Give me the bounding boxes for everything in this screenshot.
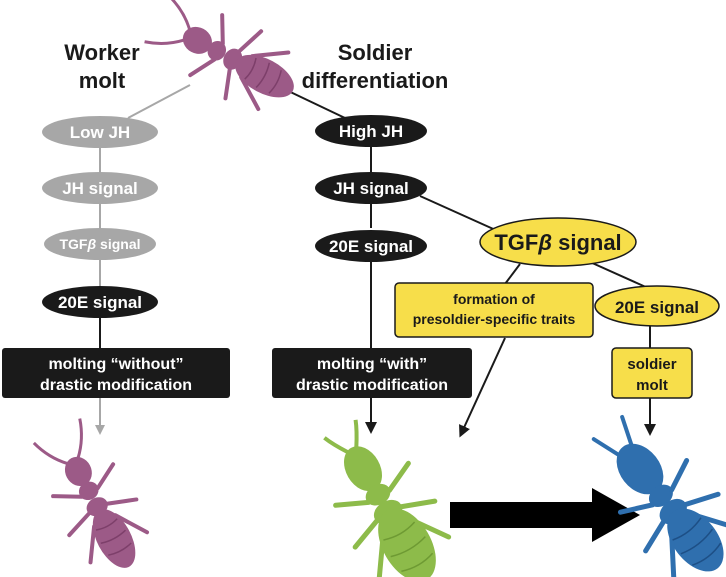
soldier-differentiation-heading: Soldier [338, 40, 413, 65]
branch-20e-signal-label: 20E signal [615, 298, 699, 317]
connector-top-to-low-jh [127, 84, 191, 119]
connector-top-to-high-jh [281, 87, 346, 119]
arrow-formation-to-presoldier [459, 337, 506, 438]
soldier-differentiation-heading-line2: differentiation [302, 68, 449, 93]
high-jh-label: High JH [339, 122, 403, 141]
worker-jh-signal-label: JH signal [62, 179, 138, 198]
high-jh-node [315, 115, 427, 147]
worker-molt-heading-line2: molt [79, 68, 126, 93]
big-right-arrow-icon [450, 488, 640, 542]
worker-termite-icon [144, 0, 294, 112]
connector-tgf-to-formation [504, 263, 521, 285]
soldier-molt-line2: molt [636, 377, 668, 394]
worker-tgf-beta: β [86, 236, 96, 252]
tgf-signal-label: TGFβ signal [494, 230, 621, 255]
worker-molting-line1: molting “without” [48, 356, 183, 373]
worker-molt-heading: Worker [64, 40, 140, 65]
soldier-molting-line1: molting “with” [317, 356, 427, 373]
soldier-jh-signal-node [315, 172, 427, 204]
worker-20e-signal-label: 20E signal [58, 293, 142, 312]
soldier-termite-icon [591, 414, 726, 577]
soldier-molt-line1: soldier [627, 356, 676, 373]
worker-20e-signal-node [42, 286, 158, 318]
soldier-20e-signal-label: 20E signal [329, 237, 413, 256]
worker-molting-line2: drastic modification [40, 377, 192, 394]
soldier-jh-signal-label: JH signal [333, 179, 409, 198]
worker-tgf-signal-node [44, 228, 156, 260]
low-jh-node [42, 116, 158, 148]
soldier-20e-signal-node [315, 230, 427, 262]
connector-jh-to-tgf [419, 195, 501, 233]
presoldier-termite-icon [323, 419, 452, 577]
formation-line2: presoldier-specific traits [413, 311, 576, 327]
connector-tgf-to-20e [589, 261, 649, 289]
worker-jh-signal-node [42, 172, 158, 204]
tgf-suffix: signal [552, 230, 622, 255]
formation-traits-box [394, 282, 594, 338]
tgf-beta: β [537, 230, 552, 255]
worker-termite-icon-bottom [32, 418, 150, 568]
formation-line1: formation of [453, 291, 535, 307]
worker-molting-box [2, 348, 230, 398]
branch-20e-signal-node [594, 285, 720, 327]
low-jh-label: Low JH [70, 123, 130, 142]
soldier-molt-box [611, 347, 693, 399]
soldier-molting-line2: drastic modification [296, 377, 448, 394]
tgf-prefix: TGF [494, 230, 538, 255]
worker-tgf-prefix: TGF [59, 236, 87, 252]
worker-tgf-signal-label: TGFβ signal [59, 236, 140, 252]
soldier-molting-box [272, 348, 472, 398]
tgf-signal-node [479, 217, 637, 267]
worker-tgf-suffix: signal [96, 236, 140, 252]
